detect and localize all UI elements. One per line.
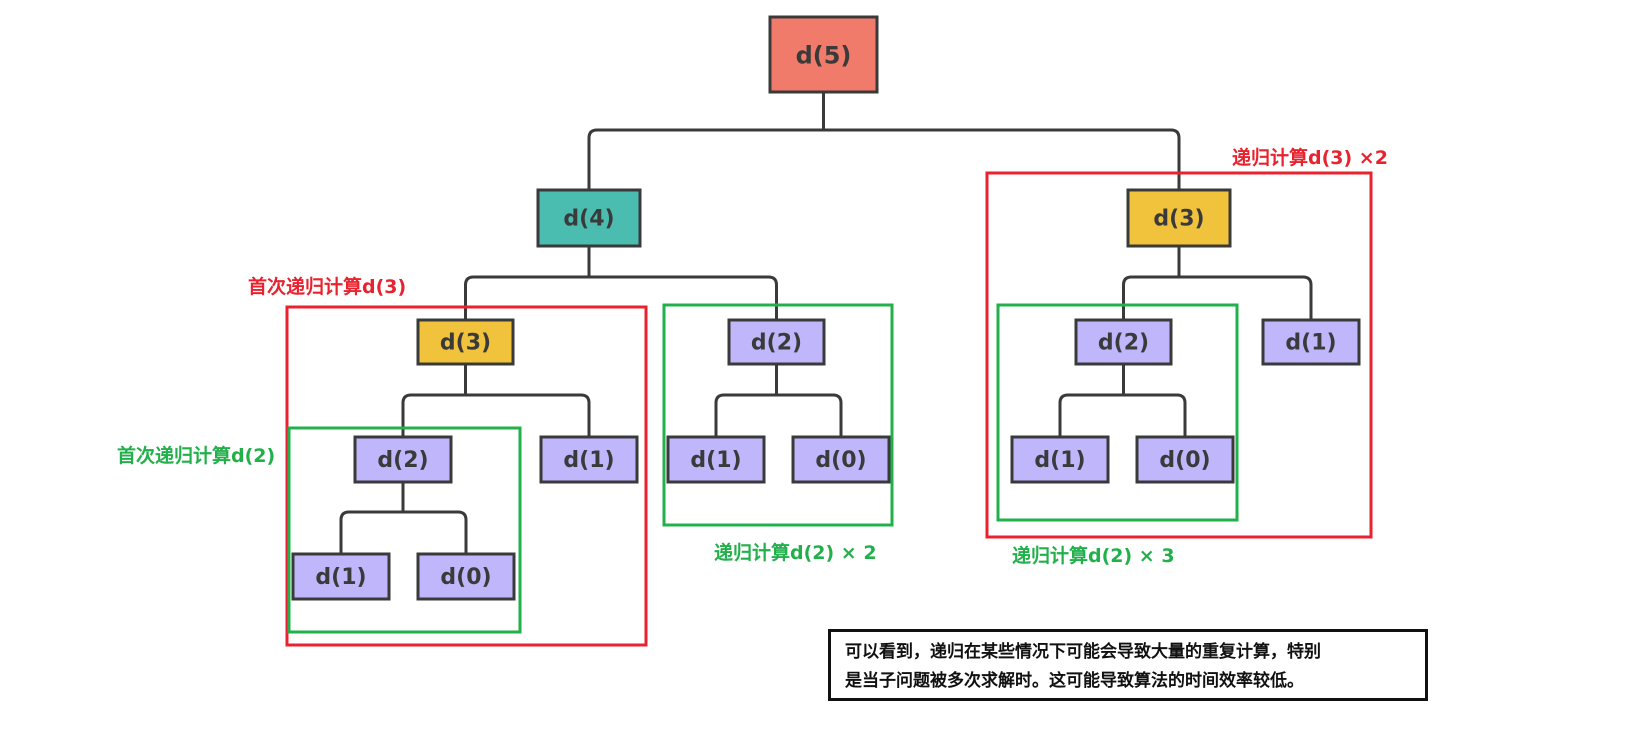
node-d0d: d(0) — [1135, 435, 1235, 484]
node-d0c: d(0) — [791, 435, 891, 484]
annotation-green-left: 首次递归计算d(2) — [117, 444, 275, 467]
node-label: d(2) — [751, 331, 802, 356]
tree-edges — [339, 92, 1313, 554]
node-d1d: d(1) — [1010, 435, 1110, 484]
node-d2a: d(2) — [353, 435, 453, 484]
node-box — [727, 318, 826, 366]
node-label: d(1) — [1034, 448, 1085, 473]
node-label: d(4) — [563, 207, 614, 232]
node-box — [666, 435, 766, 484]
edge-d3l — [401, 364, 591, 437]
node-label: d(2) — [377, 448, 428, 473]
node-box — [791, 435, 891, 484]
node-box — [1010, 435, 1110, 484]
node-label: d(1) — [690, 448, 741, 473]
green-box-left — [287, 426, 522, 634]
node-d4: d(4) — [536, 188, 642, 248]
node-label: d(1) — [1285, 331, 1336, 356]
explanation-note: 可以看到，递归在某些情况下可能会导致大量的重复计算，特别 是当子问题被多次求解时… — [828, 629, 1428, 701]
node-box — [1126, 188, 1232, 248]
red-box-right — [985, 171, 1373, 539]
node-label: d(0) — [1159, 448, 1210, 473]
node-d5: d(5) — [768, 15, 879, 94]
edge-d3r — [1122, 246, 1313, 320]
edge-d2a — [339, 482, 468, 554]
annotation-green-right: 递归计算d(2) × 3 — [1012, 544, 1175, 567]
node-d2b: d(2) — [727, 318, 826, 366]
node-box — [539, 435, 639, 484]
edge-d2c — [1058, 364, 1187, 437]
node-label: d(5) — [796, 42, 852, 70]
node-d1b: d(1) — [1261, 318, 1361, 366]
edge-d4 — [464, 246, 778, 320]
red-box-left — [285, 305, 648, 647]
annotation-red-left: 首次递归计算d(3) — [248, 275, 406, 298]
node-d2c: d(2) — [1074, 318, 1173, 366]
node-label: d(1) — [315, 565, 366, 590]
annotation-green-middle: 递归计算d(2) × 2 — [714, 541, 877, 564]
node-box — [536, 188, 642, 248]
node-d1a: d(1) — [539, 435, 639, 484]
tree-nodes: d(5) d(4) d(3) d(3) d(2) d(1) d(2) d(2) d(1) d(1)… — [291, 15, 1361, 601]
green-box-right — [996, 303, 1239, 522]
node-d1c: d(1) — [666, 435, 766, 484]
node-box — [1074, 318, 1173, 366]
node-box — [1135, 435, 1235, 484]
node-box — [416, 552, 516, 601]
edge-d2b — [714, 364, 843, 437]
node-d3l: d(3) — [416, 318, 515, 366]
explanation-line-2: 是当子问题被多次求解时。这可能导致算法的时间效率较低。 — [845, 671, 1304, 691]
node-label: d(3) — [440, 331, 491, 356]
node-label: d(0) — [815, 448, 866, 473]
node-label: d(3) — [1153, 207, 1204, 232]
node-label: d(2) — [1098, 331, 1149, 356]
node-label: d(0) — [440, 565, 491, 590]
node-label: d(1) — [563, 448, 614, 473]
node-d1e: d(1) — [291, 552, 391, 601]
edge-d5 — [587, 92, 1181, 190]
node-box — [353, 435, 453, 484]
node-box — [768, 15, 879, 94]
green-box-middle — [662, 303, 894, 527]
node-box — [291, 552, 391, 601]
node-d3r: d(3) — [1126, 188, 1232, 248]
annotation-red-right: 递归计算d(3) ×2 — [1232, 146, 1388, 169]
explanation-line-1: 可以看到，递归在某些情况下可能会导致大量的重复计算，特别 — [845, 642, 1321, 662]
node-box — [416, 318, 515, 366]
node-box — [1261, 318, 1361, 366]
node-d0e: d(0) — [416, 552, 516, 601]
